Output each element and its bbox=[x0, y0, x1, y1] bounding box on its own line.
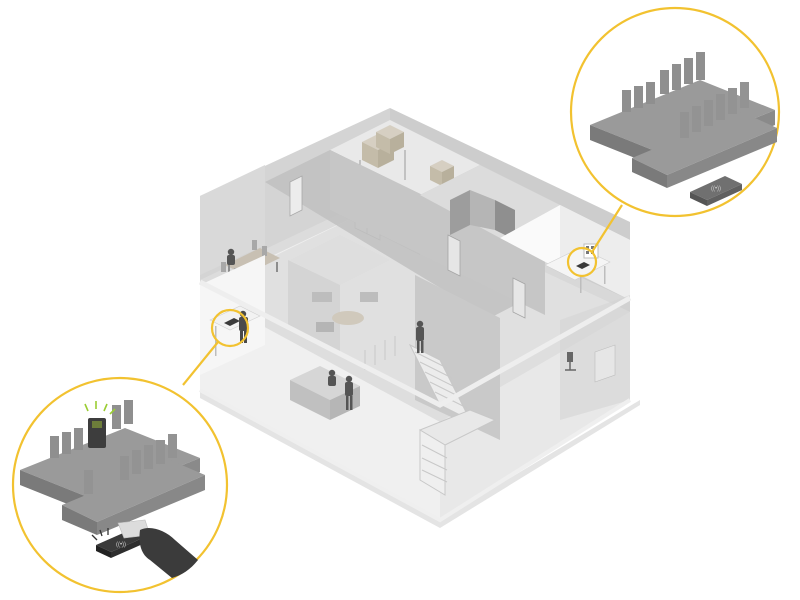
nfc-icon: ((•)) bbox=[711, 186, 721, 192]
server-room bbox=[420, 165, 560, 240]
person-on-stairs bbox=[416, 320, 424, 353]
rfid-reader: ((•)) bbox=[690, 176, 742, 206]
staircase bbox=[364, 336, 497, 496]
marker-lower-left[interactable] bbox=[210, 308, 250, 348]
nfc-icon: ((•)) bbox=[116, 542, 126, 548]
person-dining bbox=[227, 248, 235, 265]
receptionist bbox=[328, 369, 336, 386]
marker-upper-right[interactable] bbox=[566, 246, 598, 278]
visitor bbox=[345, 375, 353, 410]
callout-lower-left: ((•)) bbox=[11, 376, 229, 594]
storage-boxes bbox=[359, 125, 454, 190]
checked-out-device bbox=[84, 401, 116, 448]
charging-dock-front bbox=[62, 434, 205, 535]
callout-upper-right: ((•)) bbox=[569, 6, 781, 218]
building bbox=[198, 108, 640, 528]
hand bbox=[139, 528, 198, 578]
charging-dock-front bbox=[632, 82, 777, 188]
